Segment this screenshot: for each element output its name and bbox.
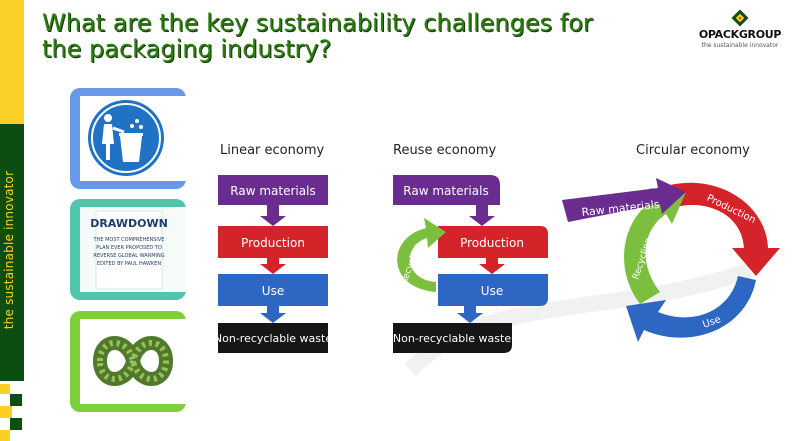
circular-recycling-arrow — [624, 188, 686, 304]
side-tagline: the sustainable innovator — [2, 170, 16, 330]
circular-raw-arrow — [562, 178, 686, 222]
reuse-waste-box — [393, 323, 512, 353]
circular-use-arrow — [626, 276, 756, 342]
drawdown-cover: DRAWDOWN THE MOST COMPREHENSIVE PLAN EVE… — [90, 210, 168, 290]
circular-title: Circular economy — [636, 143, 750, 158]
svg-text:Non-recyclable waste: Non-recyclable waste — [214, 332, 332, 345]
tile-frame: DRAWDOWN THE MOST COMPREHENSIVE PLAN EVE… — [80, 207, 186, 292]
trash-bin-icon — [88, 100, 164, 176]
linear-use-box — [218, 274, 328, 306]
brand-strip-green — [0, 124, 24, 381]
svg-text:Raw materials: Raw materials — [230, 184, 315, 198]
svg-text:Use: Use — [262, 284, 284, 298]
linear-waste-box — [218, 323, 328, 353]
linear-raw-box — [218, 175, 328, 205]
company-logo: OPACKGROUP the sustainable innovator — [690, 8, 790, 52]
image-tile-recycle-bin — [70, 88, 186, 189]
svg-text:Production: Production — [460, 236, 524, 250]
logo-diamond-icon — [731, 9, 749, 27]
reuse-title: Reuse economy — [393, 143, 497, 158]
title-line-2: the packaging industry? — [42, 35, 332, 63]
svg-text:THE MOST COMPREHENSIVE: THE MOST COMPREHENSIVE — [93, 237, 165, 243]
svg-text:Non-recyclable waste: Non-recyclable waste — [393, 332, 511, 345]
image-tile-drawdown-book: DRAWDOWN THE MOST COMPREHENSIVE PLAN EVE… — [70, 199, 186, 300]
brand-square — [10, 418, 22, 430]
reuse-production-box — [438, 226, 548, 258]
svg-text:Use: Use — [481, 284, 503, 298]
drawdown-title: DRAWDOWN — [90, 217, 168, 230]
svg-text:REVERSE GLOBAL WARMING: REVERSE GLOBAL WARMING — [93, 253, 164, 259]
title-line-1: What are the key sustainability challeng… — [42, 9, 593, 37]
svg-text:PLAN EVER PROPOSED TO: PLAN EVER PROPOSED TO — [96, 245, 162, 251]
image-tile-infinity-leaves — [70, 311, 186, 412]
reuse-raw-box — [393, 175, 500, 205]
brand-square — [0, 384, 10, 394]
brand-square — [0, 430, 10, 441]
linear-production-box — [218, 226, 328, 258]
svg-text:EDITED BY PAUL HAWKEN: EDITED BY PAUL HAWKEN — [97, 261, 161, 267]
linear-title: Linear economy — [220, 143, 324, 158]
slide-title: What are the key sustainability challeng… — [42, 10, 642, 62]
brand-strip-yellow — [0, 0, 24, 124]
reuse-use-box — [438, 274, 548, 306]
brand-square — [10, 394, 22, 406]
reuse-recycling-arrow — [397, 218, 446, 292]
circular-production-arrow — [660, 182, 780, 276]
logo-name: OPACKGROUP — [698, 28, 782, 41]
economy-diagram: Linear economy Raw materials Production … — [214, 143, 780, 376]
brand-square — [0, 406, 12, 418]
infinity-icon — [92, 336, 174, 386]
svg-text:Production: Production — [241, 236, 305, 250]
logo-tagline: the sustainable innovator — [701, 42, 779, 49]
tile-frame — [80, 96, 186, 181]
svg-text:Raw materials: Raw materials — [403, 184, 488, 198]
tile-frame — [80, 319, 186, 404]
